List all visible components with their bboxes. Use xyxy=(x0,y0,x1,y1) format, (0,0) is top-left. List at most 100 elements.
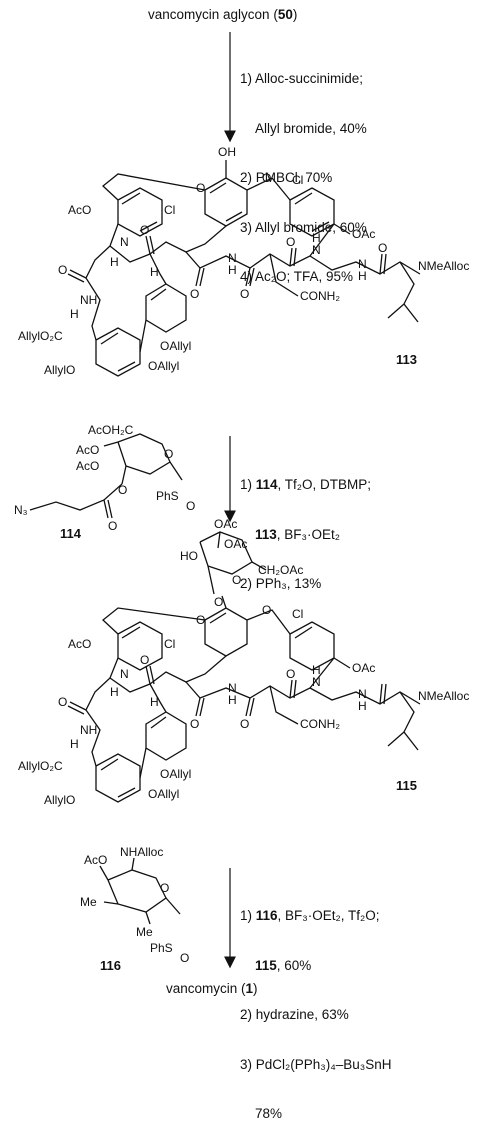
atom-label: OAllyl xyxy=(148,787,179,801)
donor-114-structure xyxy=(29,433,183,519)
atom-label: CONH₂ xyxy=(300,289,340,303)
atom-label: O xyxy=(140,223,149,237)
atom-label: O xyxy=(58,695,67,709)
atom-label: N xyxy=(120,667,129,681)
atom-label: O xyxy=(378,241,387,255)
atom-label: H xyxy=(358,269,367,283)
step3-line: 78% xyxy=(255,1106,283,1121)
start-compound-number: 50 xyxy=(277,7,293,22)
step3-line: 115, 60% xyxy=(255,957,312,973)
step3-line: 2) hydrazine, 63% xyxy=(240,1007,349,1022)
atom-label: O xyxy=(164,447,173,461)
atom-label: N xyxy=(312,675,321,689)
atom-label: PhS xyxy=(150,941,173,955)
atom-label: H xyxy=(312,663,321,677)
atom-label: NH xyxy=(80,293,97,307)
atom-label: AcO xyxy=(68,203,91,217)
atom-label: OAc xyxy=(352,227,375,241)
atom-label: AcOH₂C xyxy=(88,423,134,437)
atom-label: O xyxy=(240,287,249,301)
atom-label: H xyxy=(228,693,237,707)
start-compound-name: vancomycin aglycon xyxy=(148,7,270,22)
atom-label: OAc xyxy=(352,661,375,675)
step1-line: 3) Allyl bromide, 60% xyxy=(240,219,367,235)
compound-number: 116 xyxy=(100,958,121,973)
compound-number: 113 xyxy=(396,352,417,367)
compound-113-atoms: OH O O Cl Cl AcO OAc N H O H O N H O N H… xyxy=(18,145,469,377)
product-number: 1 xyxy=(245,981,254,996)
atom-label: Cl xyxy=(292,607,303,621)
product-label: vancomycin (1) xyxy=(166,981,258,996)
step1-line: Allyl bromide, 40% xyxy=(255,120,367,136)
atom-label: AcO xyxy=(84,853,107,867)
atom-label: O xyxy=(190,287,199,301)
atom-label: H xyxy=(150,695,159,709)
atom-label: AcO xyxy=(68,637,91,651)
step2-line: 113, BF₃·OEt₂ xyxy=(255,526,341,542)
atom-label: O xyxy=(262,171,271,185)
start-compound-label: vancomycin aglycon (50) xyxy=(148,7,298,22)
atom-label: Cl xyxy=(164,203,175,217)
compound-number: 114 xyxy=(60,526,82,541)
atom-label: H xyxy=(70,737,79,751)
atom-label: O xyxy=(240,717,249,731)
atom-label: HO xyxy=(180,549,198,563)
atom-label: O xyxy=(214,595,223,609)
atom-label: O xyxy=(190,717,199,731)
compound-115-structure xyxy=(67,531,421,803)
atom-label: AcO xyxy=(76,459,99,473)
step3-line: 3) PdCl₂(PPh₃)₄–Bu₃SnH xyxy=(240,1056,392,1072)
atom-label: PhS xyxy=(156,489,179,503)
atom-label: CH₂OAc xyxy=(258,563,303,577)
atom-label: OAc xyxy=(224,537,247,551)
atom-label: N₃ xyxy=(14,503,28,517)
compound-115-atoms: OAc OAc HO O CH₂OAc O O O Cl Cl AcO OAc … xyxy=(18,517,469,807)
step2-conditions: 1) 114, Tf₂O, DTBMP; 113, BF₃·OEt₂ 2) PP… xyxy=(240,444,371,609)
atom-label: O xyxy=(196,613,205,627)
atom-label: AllylO₂C xyxy=(18,759,63,773)
step1-line: 1) Alloc-succinimide; xyxy=(240,71,364,86)
atom-label: H xyxy=(110,255,119,269)
donor-116-structure xyxy=(99,857,181,925)
atom-label: CONH₂ xyxy=(300,717,340,731)
atom-label: O xyxy=(160,881,169,895)
atom-label: OAllyl xyxy=(160,339,191,353)
atom-label: N xyxy=(120,235,129,249)
compound-113-structure xyxy=(67,160,421,377)
atom-label: OAc xyxy=(214,517,237,531)
atom-label: O xyxy=(262,603,271,617)
atom-label: H xyxy=(358,699,367,713)
atom-label: N xyxy=(312,243,321,257)
atom-label: O xyxy=(118,483,127,497)
atom-label: H xyxy=(312,231,321,245)
atom-label: AcO xyxy=(76,443,99,457)
reaction-scheme: OH O O Cl Cl AcO OAc N H O H O N H O N H… xyxy=(14,32,469,973)
atom-label: O xyxy=(286,667,295,681)
atom-label: AllylO xyxy=(44,793,75,807)
step2-line: 1) 114, Tf₂O, DTBMP; xyxy=(240,477,372,492)
step2-line: 2) PPh₃, 13% xyxy=(240,576,322,591)
donor-116-atoms: AcO NHAlloc Me Me O PhS O 116 xyxy=(80,845,189,973)
atom-label: Cl xyxy=(292,173,303,187)
product-name: vancomycin xyxy=(166,981,238,996)
atom-label: O xyxy=(196,181,205,195)
atom-label: O xyxy=(140,653,149,667)
atom-label: AllylO xyxy=(44,363,75,377)
step1-line: 4) Ac₂O; TFA, 95% xyxy=(240,269,354,284)
donor-114-atoms: AcOH₂C AcO AcO O O O N₃ PhS O 114 xyxy=(14,423,195,541)
atom-label: H xyxy=(70,307,79,321)
atom-label: Cl xyxy=(164,637,175,651)
step3-line: 1) 116, BF₃·OEt₂, Tf₂O; xyxy=(240,908,380,923)
atom-label: O xyxy=(186,499,195,513)
step1-conditions: 1) Alloc-succinimide; Allyl bromide, 40%… xyxy=(240,38,367,302)
compound-number: 115 xyxy=(396,778,417,793)
atom-label: H xyxy=(150,265,159,279)
step1-line: 2) PMBCl, 70% xyxy=(240,170,333,185)
atom-label: OAllyl xyxy=(148,359,179,373)
atom-label: O xyxy=(180,951,189,965)
atom-label: N xyxy=(228,251,237,265)
atom-label: H xyxy=(110,685,119,699)
atom-label: NHAlloc xyxy=(120,845,163,859)
atom-label: O xyxy=(58,263,67,277)
atom-label: NH xyxy=(80,723,97,737)
